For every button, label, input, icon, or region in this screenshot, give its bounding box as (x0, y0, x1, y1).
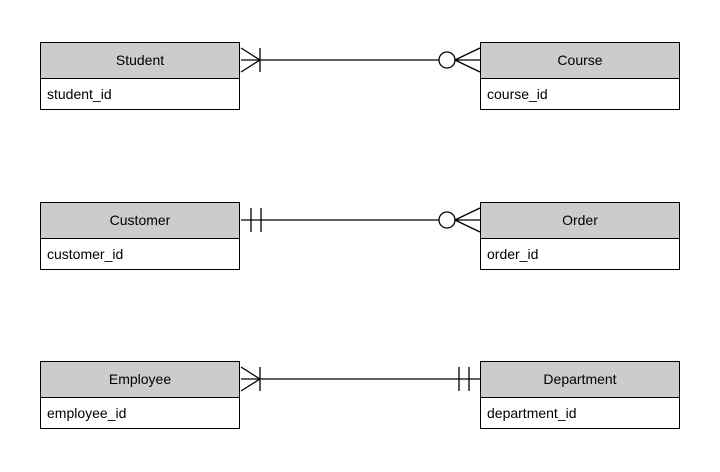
exactly-one-icon (250, 208, 262, 232)
entity-attribute: order_id (481, 239, 679, 269)
entity-department: Department department_id (480, 361, 680, 429)
entity-name: Department (481, 362, 679, 398)
entity-attribute: customer_id (41, 239, 239, 269)
zero-or-many-icon (438, 47, 481, 73)
connector-student-course (240, 47, 481, 73)
entity-name: Employee (41, 362, 239, 398)
one-or-many-icon (240, 47, 261, 73)
zero-or-many-icon (438, 207, 481, 233)
exactly-one-icon (458, 367, 470, 391)
entity-attribute: student_id (41, 79, 239, 109)
entity-order: Order order_id (480, 202, 680, 270)
connector-employee-department (240, 366, 480, 392)
entity-customer: Customer customer_id (40, 202, 240, 270)
entity-name: Customer (41, 203, 239, 239)
entity-attribute: department_id (481, 398, 679, 428)
entity-name: Course (481, 43, 679, 79)
entity-student: Student student_id (40, 42, 240, 110)
entity-name: Student (41, 43, 239, 79)
one-or-many-icon (240, 366, 261, 392)
entity-attribute: employee_id (41, 398, 239, 428)
entity-course: Course course_id (480, 42, 680, 110)
connector-customer-order (241, 207, 481, 233)
entity-attribute: course_id (481, 79, 679, 109)
entity-name: Order (481, 203, 679, 239)
entity-employee: Employee employee_id (40, 361, 240, 429)
